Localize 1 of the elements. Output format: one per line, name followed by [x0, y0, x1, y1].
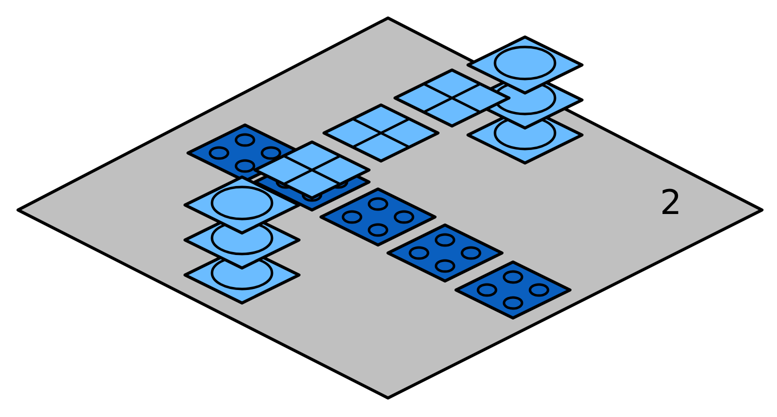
board-number: 2	[660, 186, 682, 220]
